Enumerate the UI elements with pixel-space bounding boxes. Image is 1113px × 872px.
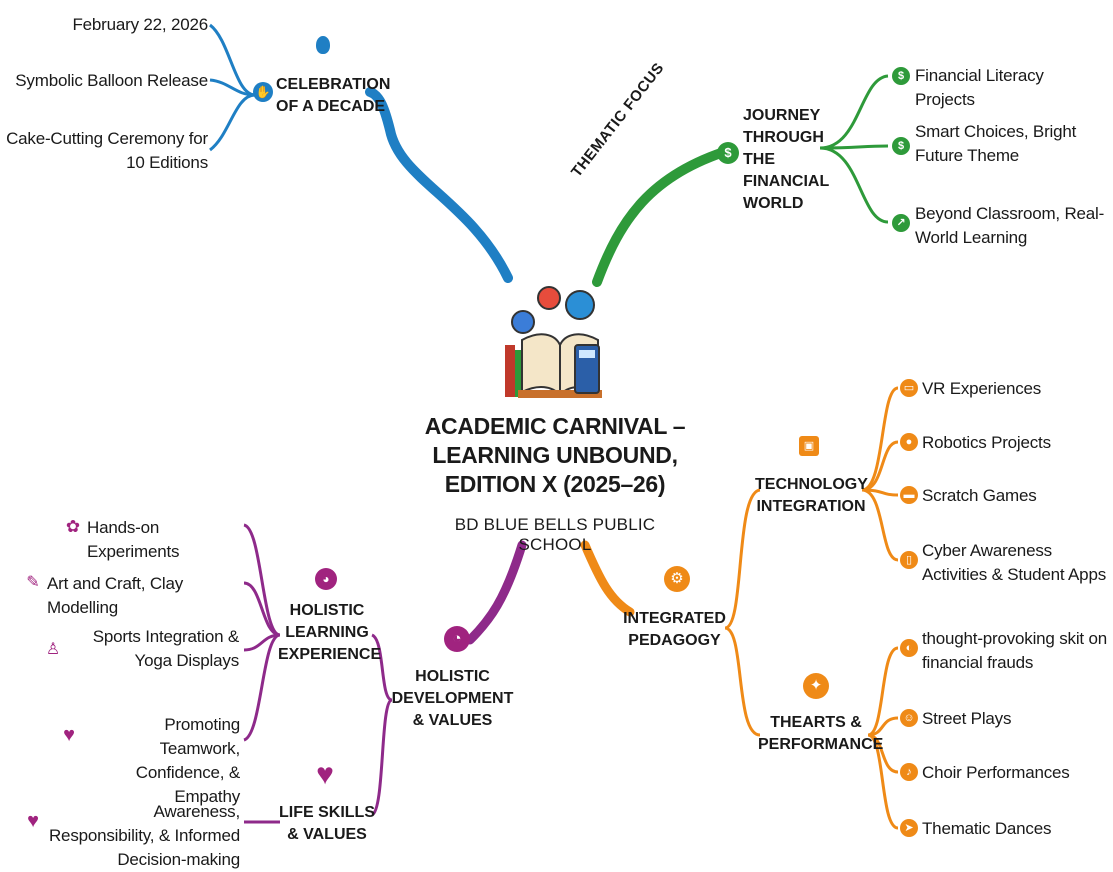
link-center-holistic bbox=[465, 540, 527, 645]
life-item-1: Awareness, Responsibility, & Informed De… bbox=[48, 802, 240, 869]
game-controller-icon: ▬ bbox=[900, 486, 918, 504]
life-skills-title: LIFE SKILLS & VALUES bbox=[279, 804, 375, 843]
holistic-learning-title: HOLISTIC LEARNING EXPERIENCE bbox=[278, 602, 382, 663]
center-subtitle: BD BLUE BELLS PUBLIC SCHOOL bbox=[454, 515, 656, 554]
center-illustration bbox=[505, 286, 602, 398]
financial-item-1: Financial Literacy Projects bbox=[915, 66, 1044, 109]
celebration-item-3: Cake-Cutting Ceremony for 10 Editions bbox=[6, 129, 208, 172]
learning-item-4: Promoting Teamwork, Confidence, & Empath… bbox=[135, 715, 240, 806]
link-center-celebration bbox=[365, 87, 513, 283]
music-note-icon: ♪ bbox=[900, 763, 918, 781]
branch-pedagogy-title: INTEGRATED PEDAGOGY bbox=[623, 610, 726, 649]
technology-integration-title: TECHNOLOGY INTEGRATION bbox=[755, 476, 868, 515]
arts-item-1: thought-provoking skit on financial frau… bbox=[922, 629, 1107, 672]
hands-celebration-icon: ✋ bbox=[253, 82, 273, 102]
gear-icon: ⚙ bbox=[664, 566, 690, 592]
tech-item-1: VR Experiences bbox=[922, 379, 1042, 398]
branch-holistic-title: HOLISTIC DEVELOPMENT & VALUES bbox=[391, 668, 514, 729]
tech-item-3: Scratch Games bbox=[922, 486, 1037, 505]
theatre-mask-icon: ◐ bbox=[900, 639, 918, 657]
celebration-item-1: February 22, 2026 bbox=[72, 15, 208, 34]
dance-icon: ➤ bbox=[900, 819, 918, 837]
branch-celebration-title: CELEBRATION OF A DECADE bbox=[276, 76, 391, 115]
tech-item-2: Robotics Projects bbox=[922, 433, 1051, 452]
balloon-icon bbox=[316, 36, 330, 54]
brain-gear-icon: ◕ bbox=[315, 568, 337, 590]
arts-item-2: Street Plays bbox=[922, 709, 1012, 728]
paintbrush-icon: ✎ bbox=[24, 574, 42, 592]
dollar-icon: $ bbox=[892, 137, 910, 155]
vr-headset-icon: ▭ bbox=[900, 379, 918, 397]
celebration-item-2: Symbolic Balloon Release bbox=[15, 71, 208, 90]
center-title: ACADEMIC CARNIVAL – LEARNING UNBOUND, ED… bbox=[424, 413, 686, 497]
link-center-pedagogy bbox=[580, 540, 635, 617]
branch-financial-title: JOURNEY THROUGH THE FINANCIAL WORLD bbox=[743, 107, 829, 212]
learning-item-2: Art and Craft, Clay Modelling bbox=[47, 574, 184, 617]
tech-item-4: Cyber Awareness Activities & Student App… bbox=[922, 541, 1106, 584]
financial-item-3: Beyond Classroom, Real-World Learning bbox=[915, 204, 1105, 247]
arts-item-4: Thematic Dances bbox=[922, 819, 1052, 838]
heart-icon: ♥ bbox=[312, 760, 338, 790]
heart-icon: ♥ bbox=[24, 811, 42, 831]
brain-icon: ◔ bbox=[444, 626, 470, 652]
link-center-financial bbox=[592, 145, 735, 287]
arts-item-3: Choir Performances bbox=[922, 763, 1070, 782]
yoga-icon: ♙ bbox=[44, 641, 62, 659]
smile-mask-icon: ☺ bbox=[900, 709, 918, 727]
dollar-icon: $ bbox=[717, 142, 739, 164]
learning-item-3: Sports Integration & Yoga Displays bbox=[92, 627, 239, 670]
heart-icon: ♥ bbox=[60, 725, 78, 745]
gear-icon: ✿ bbox=[64, 517, 82, 536]
performer-icon: ✦ bbox=[803, 673, 829, 699]
phone-app-icon: ▯ bbox=[900, 551, 918, 569]
learning-item-1: Hands-on Experiments bbox=[87, 518, 180, 561]
growth-chart-icon: ↗ bbox=[892, 214, 910, 232]
dollar-icon: $ bbox=[892, 67, 910, 85]
financial-item-2: Smart Choices, Bright Future Theme bbox=[915, 122, 1077, 165]
arts-performance-title: THEARTS & PERFORMANCE bbox=[758, 714, 884, 753]
chip-icon: ▣ bbox=[799, 436, 819, 456]
robot-icon: ● bbox=[900, 433, 918, 451]
mindmap-links bbox=[209, 23, 899, 830]
